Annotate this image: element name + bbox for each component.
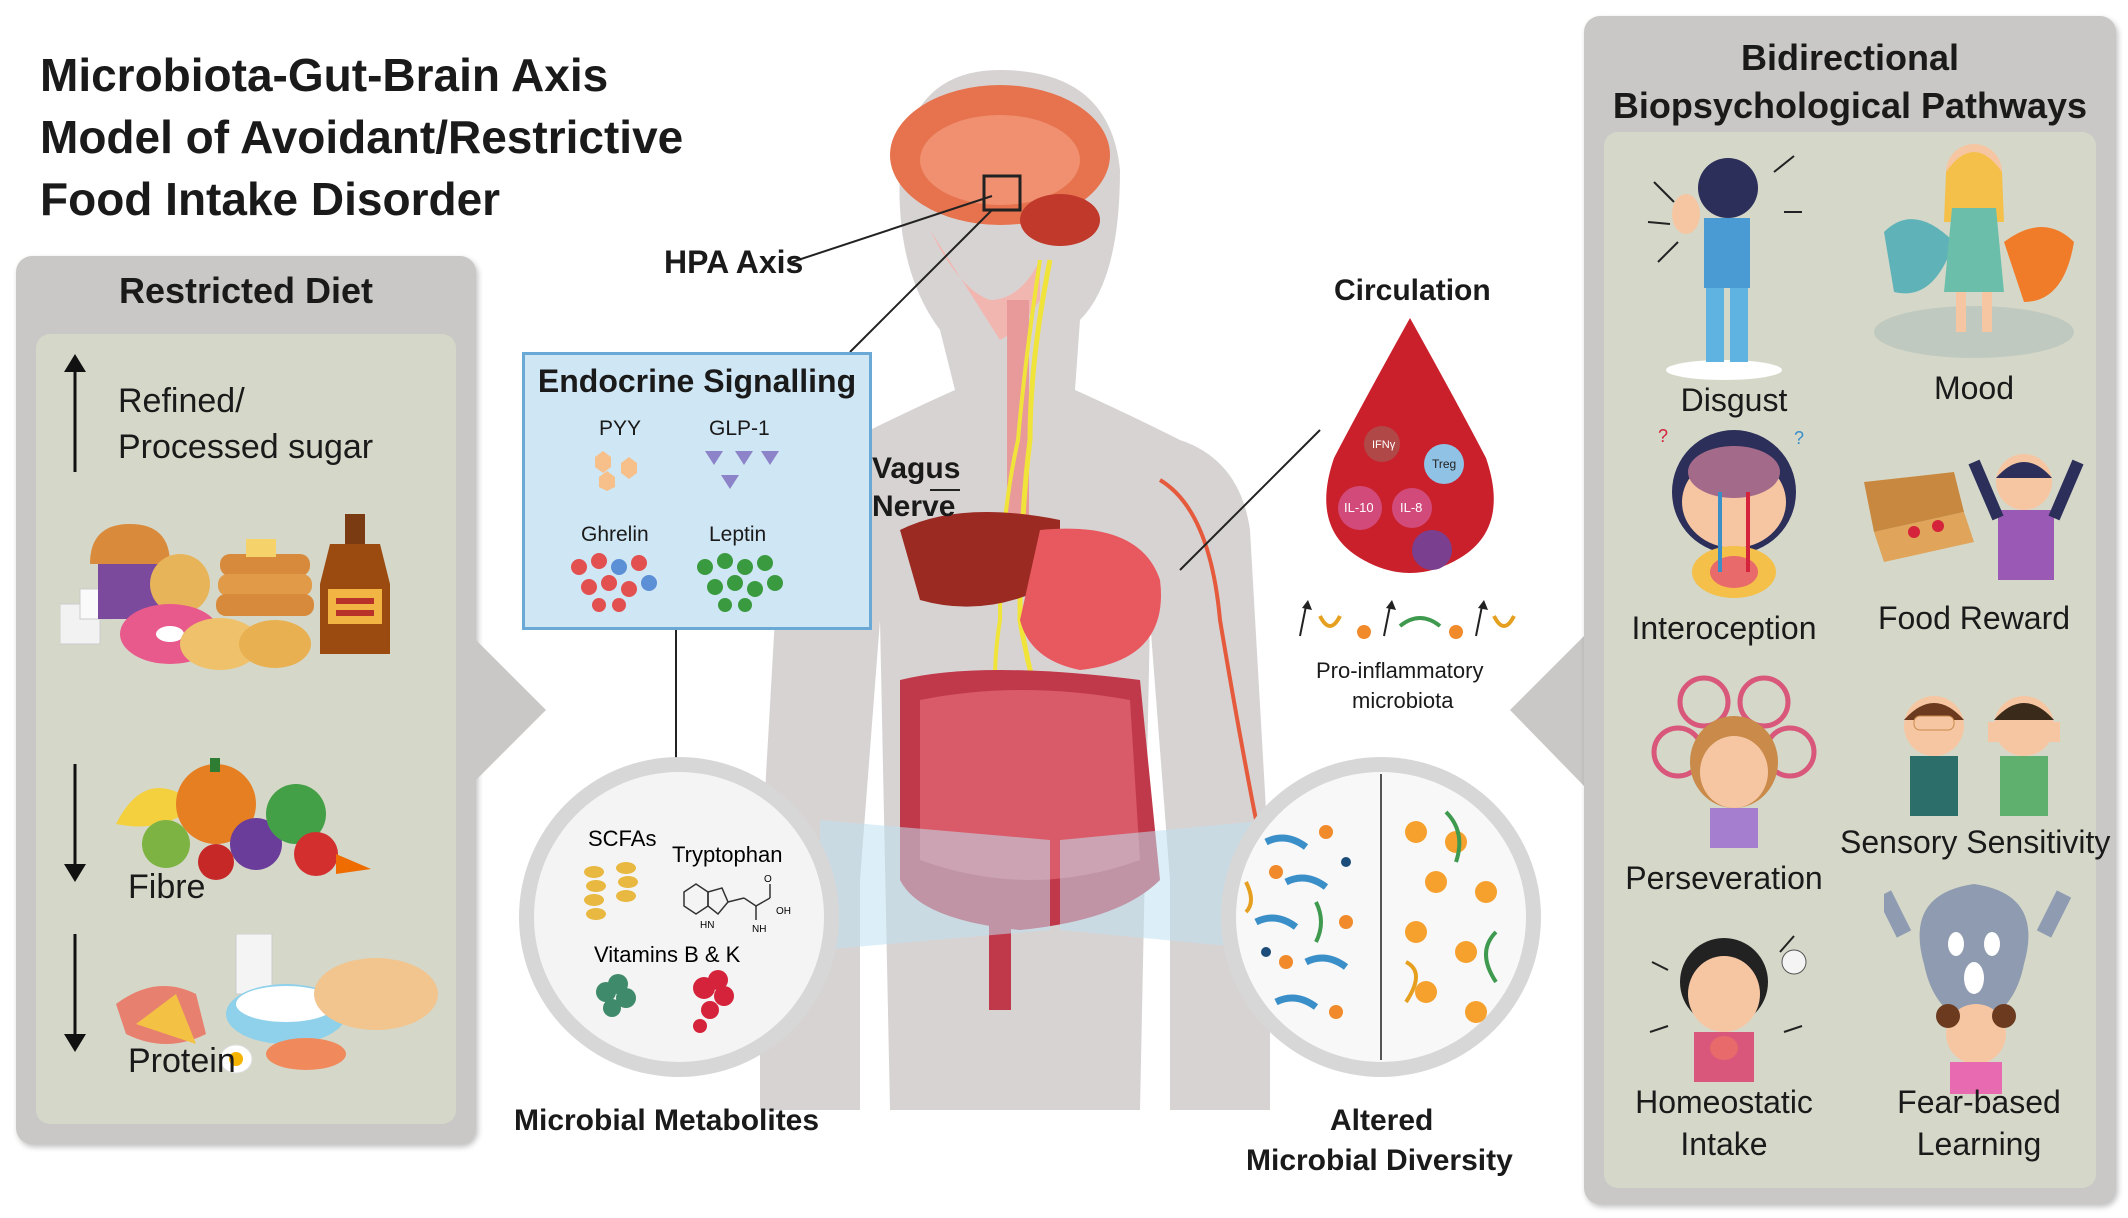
homeostatic-intake-illustration: [1649, 935, 1807, 1082]
pathways-header: Bidirectional Biopsychological Pathways: [1584, 34, 2116, 130]
mood-label: Mood: [1933, 370, 2015, 406]
pathways-header-line-2: Biopsychological Pathways: [1612, 85, 2088, 126]
down-arrow-icon: [64, 934, 86, 1052]
interoception-label: Interoception: [1631, 610, 1817, 646]
homeostatic-label-1: Homeostatic: [1635, 1084, 1813, 1120]
proinflammatory-microbes-icon: [1299, 600, 1516, 639]
mood-illustration: [1874, 144, 2074, 358]
fear-based-learning-illustration: [1884, 884, 2072, 1094]
panel-pointer-right: [1510, 636, 1584, 786]
main-title: Microbiota-Gut-Brain Axis Model of Avoid…: [40, 44, 683, 230]
title-line-1: Microbiota-Gut-Brain Axis: [40, 49, 609, 101]
pyy-molecules-icon: [595, 451, 637, 491]
diversity-caption-1: Altered: [1330, 1104, 1434, 1137]
protein-label: Protein: [128, 1042, 236, 1080]
svg-text:?: ?: [1658, 426, 1668, 446]
sensory-sensitivity-illustration: [1904, 696, 2060, 816]
ghrelin-molecules-icon: [571, 553, 657, 612]
diverse-microbes-icon: [1244, 825, 1353, 1019]
oh-label: OH: [776, 906, 791, 917]
hormone-glp1: GLP-1: [709, 417, 770, 440]
down-arrow-icon: [64, 764, 86, 882]
perseveration-illustration: [1651, 675, 1817, 848]
food-reward-label: Food Reward: [1877, 600, 2071, 636]
endocrine-header: Endocrine Signalling: [537, 363, 857, 399]
microbial-metabolites-caption: Microbial Metabolites: [514, 1104, 820, 1137]
microbial-diversity-circle: [1221, 757, 1541, 1077]
pathways-inner: Disgust Mood ? ? Interoception: [1604, 132, 2110, 1188]
fear-label-2: Learning: [1916, 1126, 2042, 1162]
homeostatic-label-2: Intake: [1680, 1126, 1768, 1162]
disgust-label: Disgust: [1680, 382, 1788, 418]
vagus-label-1: Vagus: [872, 452, 961, 485]
proinflammatory-label-2: microbiota: [1352, 688, 1454, 713]
restricted-diet-header: Restricted Diet: [118, 270, 374, 311]
tryptophan-label: Tryptophan: [672, 842, 782, 867]
fibre-label: Fibre: [128, 868, 206, 906]
vitamins-label: Vitamins B & K: [594, 942, 741, 967]
proinflammatory-label-1: Pro-inflammatory: [1316, 658, 1484, 683]
diversity-caption-2: Microbial Diversity: [1246, 1144, 1513, 1177]
title-line-2: Model of Avoidant/Restrictive: [40, 111, 684, 163]
microbial-metabolites-circle: SCFAs Tryptophan O OH HN NH Vitamins B &…: [519, 757, 839, 1077]
sugary-foods-illustration: [60, 514, 390, 670]
restricted-diet-panel: Restricted Diet Refined/ Processed sugar: [16, 256, 476, 1144]
svg-text:?: ?: [1794, 428, 1804, 448]
sensory-sensitivity-label: Sensory Sensitivity: [1840, 824, 2111, 860]
oxygen-label: O: [764, 874, 772, 885]
hpa-axis-label: HPA Axis: [664, 244, 804, 280]
sugar-label-1: Refined/: [118, 382, 245, 420]
reduced-diversity-microbes-icon: [1404, 810, 1498, 1023]
fruits-vegetables-illustration: [116, 758, 371, 880]
nh-label: NH: [752, 924, 766, 935]
endocrine-signalling-box: Endocrine Signalling PYY GLP-1 Ghrelin L…: [522, 352, 872, 630]
light-beam-right: [1060, 820, 1270, 950]
leptin-molecules-icon: [697, 553, 783, 612]
vagus-label-2: Nerve: [872, 490, 956, 523]
sugar-label-2: Processed sugar: [118, 428, 374, 466]
scfa-molecules-icon: [584, 862, 638, 920]
vitamin-k-molecules-icon: [693, 970, 734, 1033]
protein-foods-illustration: [116, 934, 438, 1074]
pathways-header-line-1: Bidirectional: [1740, 37, 1960, 78]
light-beam-left: [820, 820, 1050, 950]
il10-cell-label: IL-10: [1344, 500, 1374, 515]
title-line-3: Food Intake Disorder: [40, 173, 501, 225]
hormone-ghrelin: Ghrelin: [581, 523, 649, 546]
panel-pointer-left: [476, 640, 546, 780]
tryptophan-structure-icon: [683, 883, 771, 920]
fear-label-1: Fear-based: [1897, 1084, 2061, 1120]
il8-cell-label: IL-8: [1400, 500, 1422, 515]
food-reward-illustration: [1864, 454, 2084, 580]
blood-drop-icon: IFNγ Treg IL-10 IL-8: [1326, 318, 1494, 573]
vitamin-b-molecules-icon: [596, 974, 636, 1017]
hormone-pyy: PYY: [599, 417, 642, 440]
hn-label: HN: [700, 920, 714, 931]
glp1-molecules-icon: [705, 451, 779, 489]
up-arrow-icon: [64, 354, 86, 472]
disgust-illustration: [1647, 155, 1802, 380]
interoception-illustration: ? ?: [1658, 426, 1804, 598]
restricted-diet-inner: Refined/ Processed sugar: [36, 334, 456, 1124]
perseveration-label: Perseveration: [1625, 860, 1823, 896]
scfas-label: SCFAs: [588, 826, 656, 851]
hormone-leptin: Leptin: [709, 523, 767, 546]
treg-cell-label: Treg: [1432, 457, 1456, 471]
ifng-cell-label: IFNγ: [1372, 439, 1396, 451]
pathways-panel: Bidirectional Biopsychological Pathways …: [1584, 16, 2116, 1204]
circulation-label: Circulation: [1334, 274, 1491, 307]
